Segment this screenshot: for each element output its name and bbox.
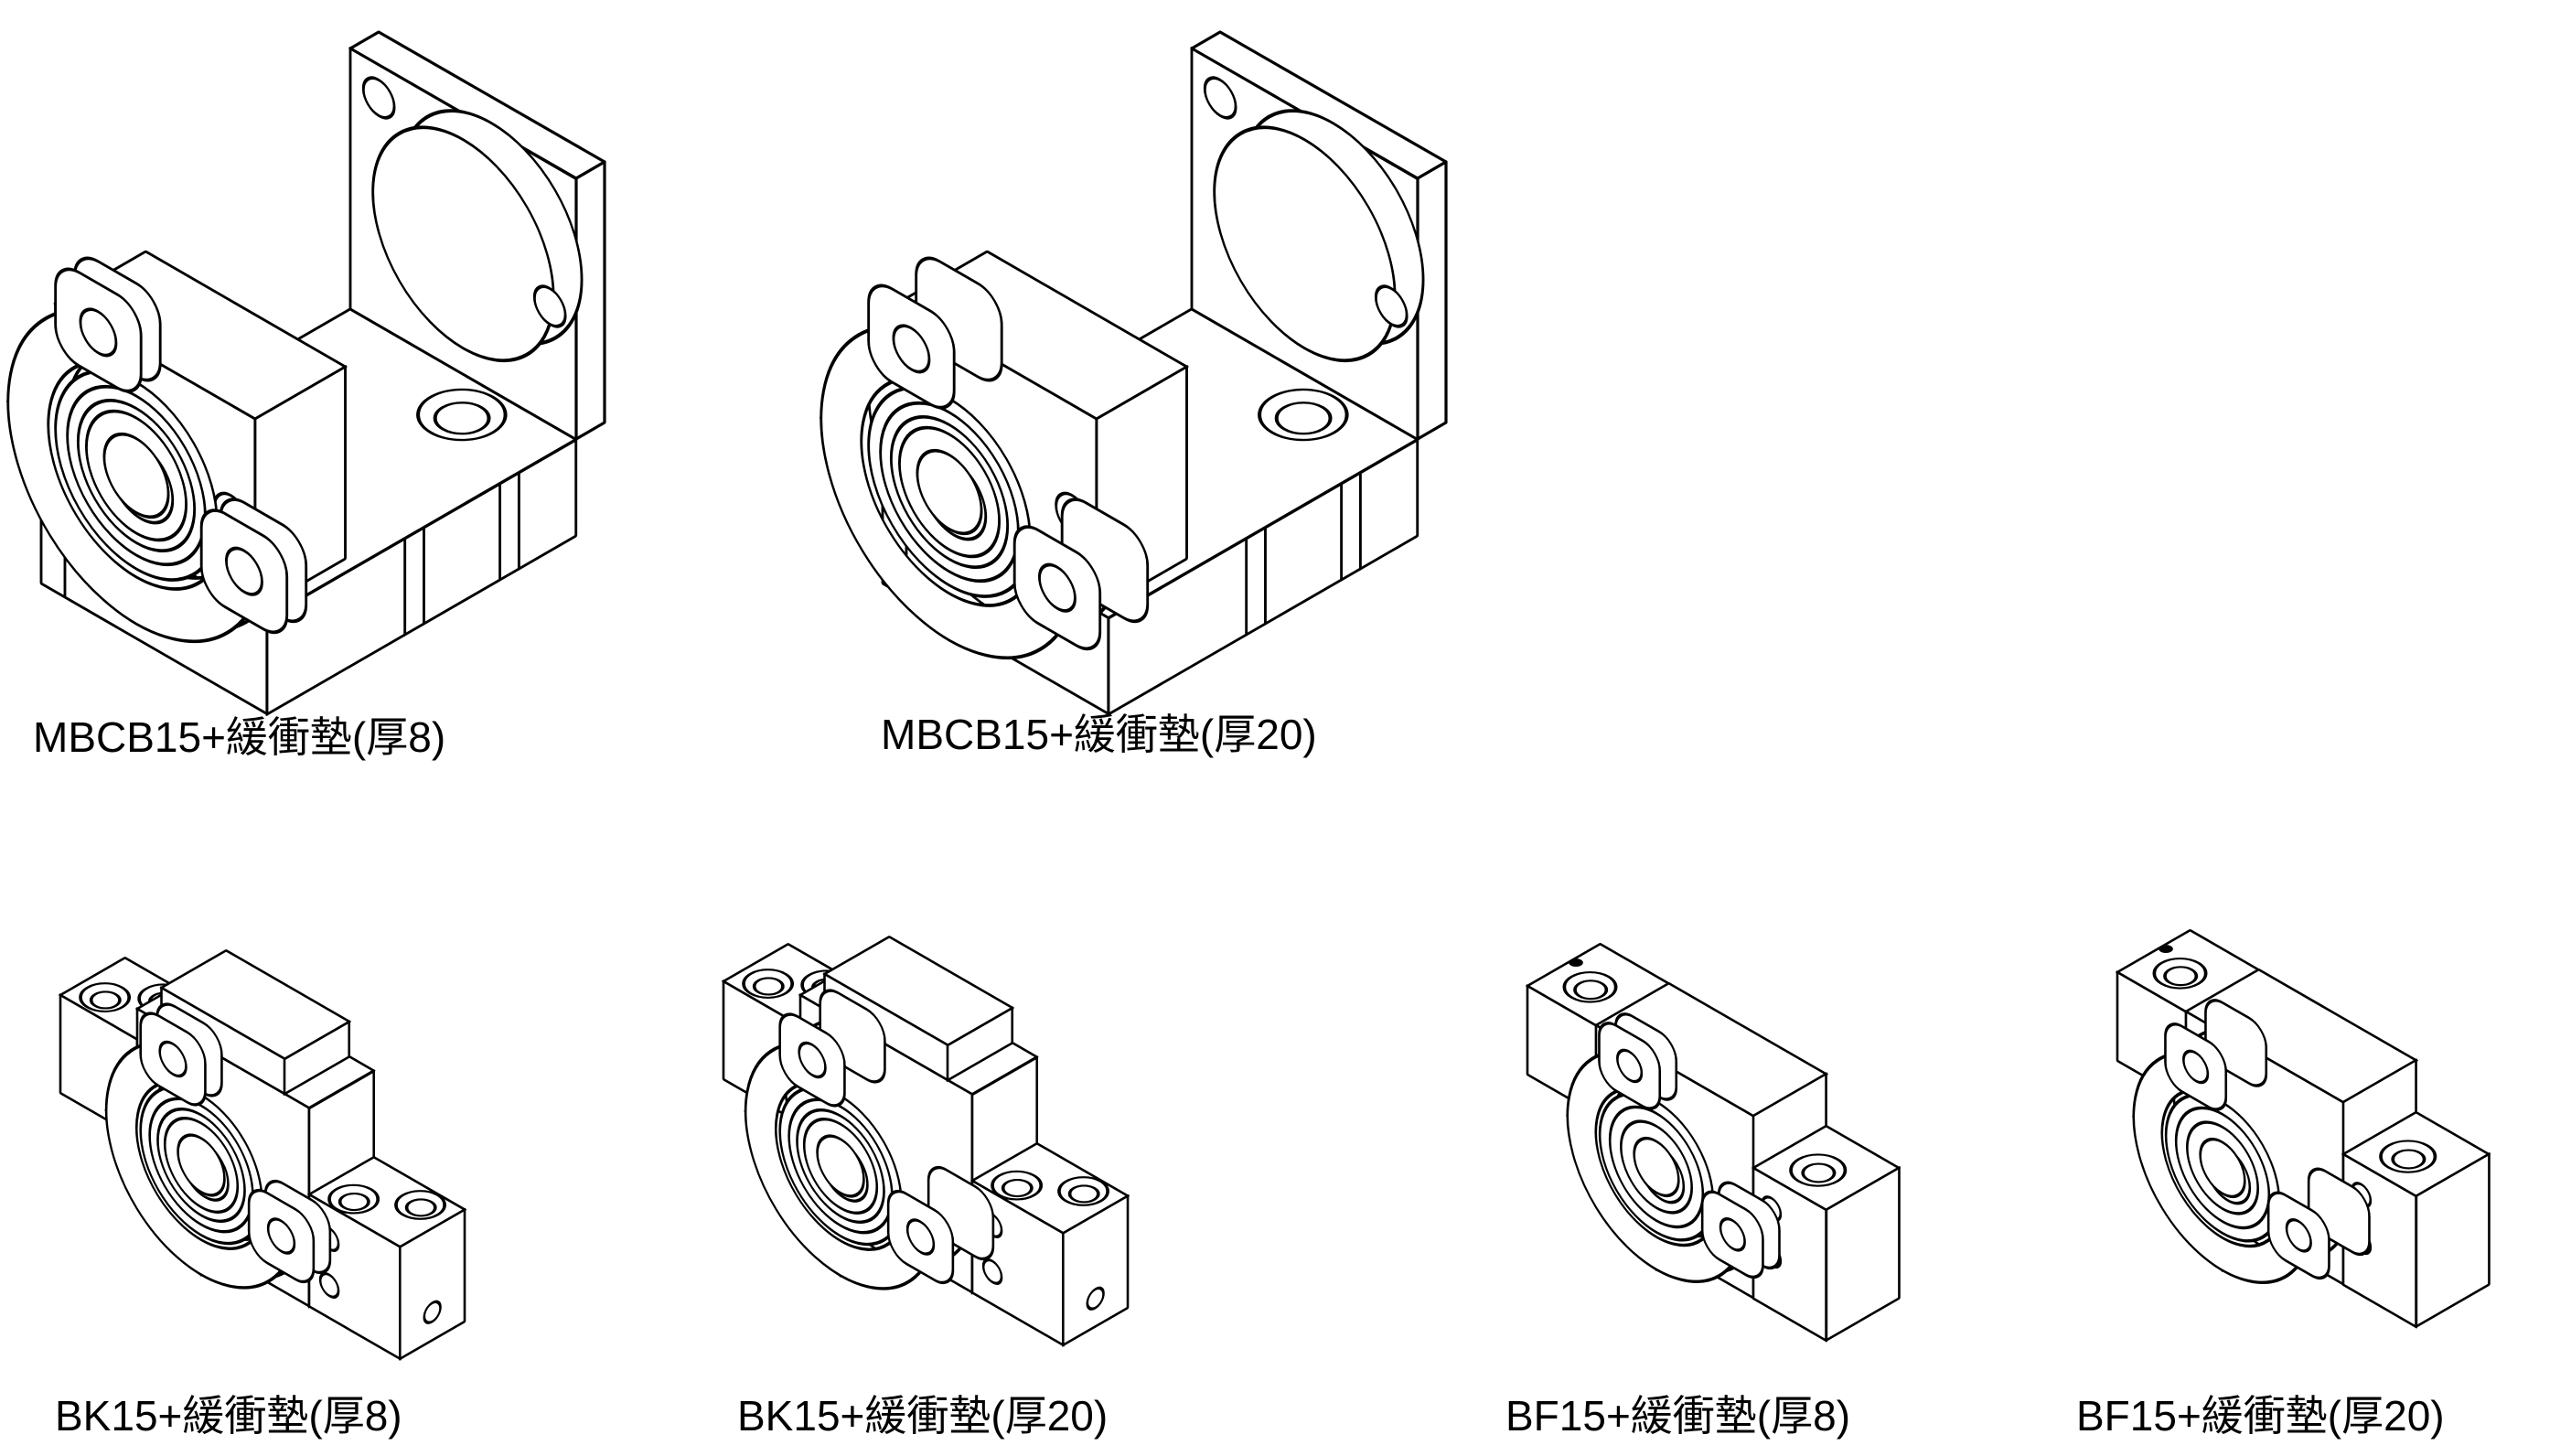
pad-ear-hole bbox=[1616, 1048, 1644, 1084]
side-hole bbox=[318, 1271, 340, 1299]
pad-ear-hole bbox=[1038, 562, 1077, 613]
plate-hole bbox=[1374, 284, 1409, 328]
figure-caption-bf15-pad20: BF15+緩衝墊(厚20) bbox=[2076, 1392, 2445, 1440]
plate-hole bbox=[361, 76, 396, 120]
figure-caption-bf15-pad8: BF15+緩衝墊(厚8) bbox=[1505, 1392, 1851, 1440]
shaft-bore bbox=[816, 1134, 865, 1198]
bearing-rings bbox=[1598, 1092, 1715, 1242]
pad-ear-hole bbox=[798, 1041, 827, 1079]
buffer-pad bbox=[744, 1012, 955, 1290]
side-hole bbox=[1086, 1286, 1105, 1311]
pad-ear-hole bbox=[892, 324, 931, 374]
figure-caption-mbcb15-pad20: MBCB15+緩衝墊(厚20) bbox=[881, 711, 1317, 758]
pad-ear-hole bbox=[1719, 1217, 1746, 1252]
motor-plate bbox=[1190, 30, 1448, 442]
shaft-bore bbox=[1633, 1136, 1680, 1198]
buffer-pad bbox=[104, 1012, 316, 1290]
bearing-rings bbox=[867, 386, 1032, 598]
figure-mbcb15-pad20 bbox=[814, 0, 1537, 732]
mark-dot bbox=[1569, 958, 1583, 968]
bf15-pad8-drawing bbox=[1526, 943, 1901, 1343]
buffer-pad bbox=[6, 267, 289, 644]
side-hole bbox=[423, 1300, 442, 1324]
pad-ear-hole bbox=[158, 1040, 187, 1078]
bk15-pad20-drawing bbox=[722, 936, 1130, 1347]
figure-caption-bk15-pad8: BK15+緩衝墊(厚8) bbox=[55, 1392, 402, 1440]
pad-ear-hole bbox=[2182, 1049, 2210, 1085]
bearing-rings bbox=[778, 1086, 903, 1247]
bearing-rings bbox=[54, 369, 219, 582]
buffer-pad bbox=[820, 284, 1102, 660]
bearing-rings bbox=[2164, 1093, 2281, 1243]
figure-bf15-pad20 bbox=[2099, 919, 2570, 1349]
pad-ear-hole bbox=[266, 1217, 296, 1255]
figure-bk15-pad20 bbox=[718, 919, 1239, 1376]
figure-caption-mbcb15-pad8: MBCB15+緩衝墊(厚8) bbox=[33, 713, 446, 761]
figure-caption-bk15-pad20: BK15+緩衝墊(厚20) bbox=[737, 1392, 1109, 1440]
plate-hole bbox=[1203, 76, 1237, 120]
buffer-pad bbox=[2132, 1022, 2330, 1284]
top-cap bbox=[822, 936, 1014, 1082]
pad-ear-hole bbox=[905, 1218, 936, 1256]
top-cap bbox=[159, 949, 351, 1096]
pad-ear-hole bbox=[225, 546, 263, 596]
figure-bf15-pad8 bbox=[1523, 942, 1980, 1363]
mbcb15-pad20-drawing bbox=[820, 30, 1448, 716]
figure-bk15-pad8 bbox=[55, 933, 576, 1390]
left-wing bbox=[1526, 943, 1671, 1116]
right-wing bbox=[307, 1156, 467, 1361]
pad-ear-hole bbox=[2285, 1218, 2312, 1253]
shaft-bore bbox=[2199, 1137, 2246, 1199]
figure-mbcb15-pad8 bbox=[0, 0, 695, 732]
bf15-pad20-drawing bbox=[2116, 929, 2491, 1329]
mark-dot bbox=[2159, 944, 2173, 954]
shaft-bore bbox=[102, 432, 170, 519]
right-wing bbox=[970, 1142, 1130, 1347]
buffer-pad bbox=[1566, 1022, 1764, 1283]
mbcb15-pad8-drawing bbox=[6, 30, 606, 716]
shaft-bore bbox=[916, 448, 983, 536]
pad-ear-hole bbox=[79, 307, 118, 358]
bk15-pad8-drawing bbox=[59, 949, 467, 1361]
side-hole bbox=[981, 1258, 1003, 1285]
bearing-rings bbox=[139, 1085, 263, 1246]
shaft-bore bbox=[177, 1133, 226, 1197]
plate-hole bbox=[532, 284, 567, 328]
